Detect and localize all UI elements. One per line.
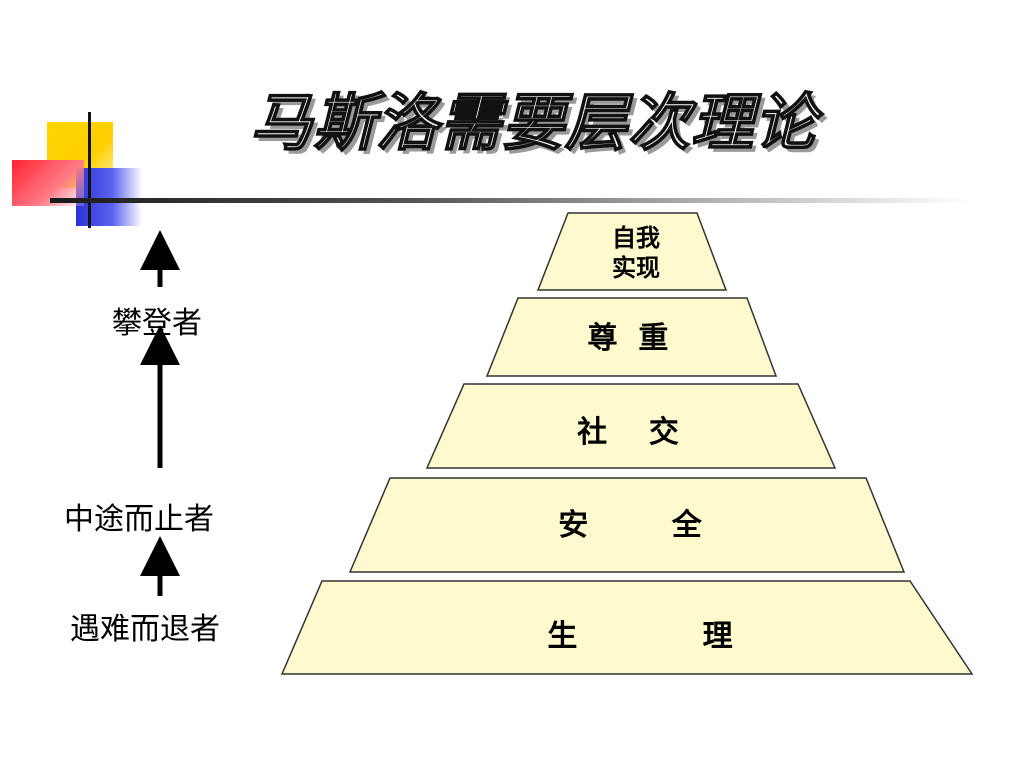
svg-text:尊 重: 尊 重 [588, 321, 669, 356]
pyramid-level-esteem: 尊 重 [485, 297, 778, 377]
title-underline [50, 198, 970, 203]
decor-vertical-line [88, 112, 91, 228]
pyramid-level-self-actualization: 自我 实现 [536, 212, 728, 291]
svg-text:自我: 自我 [612, 224, 660, 252]
svg-text:生 理: 生 理 [547, 619, 732, 654]
decor-blue-square [76, 168, 142, 226]
pyramid-level-physiological: 生 理 [280, 580, 974, 675]
label-midway-stopper: 中途而止者 [64, 502, 214, 537]
pyramid-level-social: 社 交 [425, 383, 837, 469]
slide-title: 马斯洛需要层次理论 [249, 85, 818, 160]
svg-text:社 交: 社 交 [577, 415, 679, 450]
pyramid-level-safety: 安 全 [348, 477, 906, 573]
svg-text:安 全: 安 全 [558, 508, 703, 543]
svg-text:实现: 实现 [612, 254, 660, 282]
label-retreater: 遇难而退者 [70, 612, 220, 647]
label-climber: 攀登者 [112, 306, 202, 341]
